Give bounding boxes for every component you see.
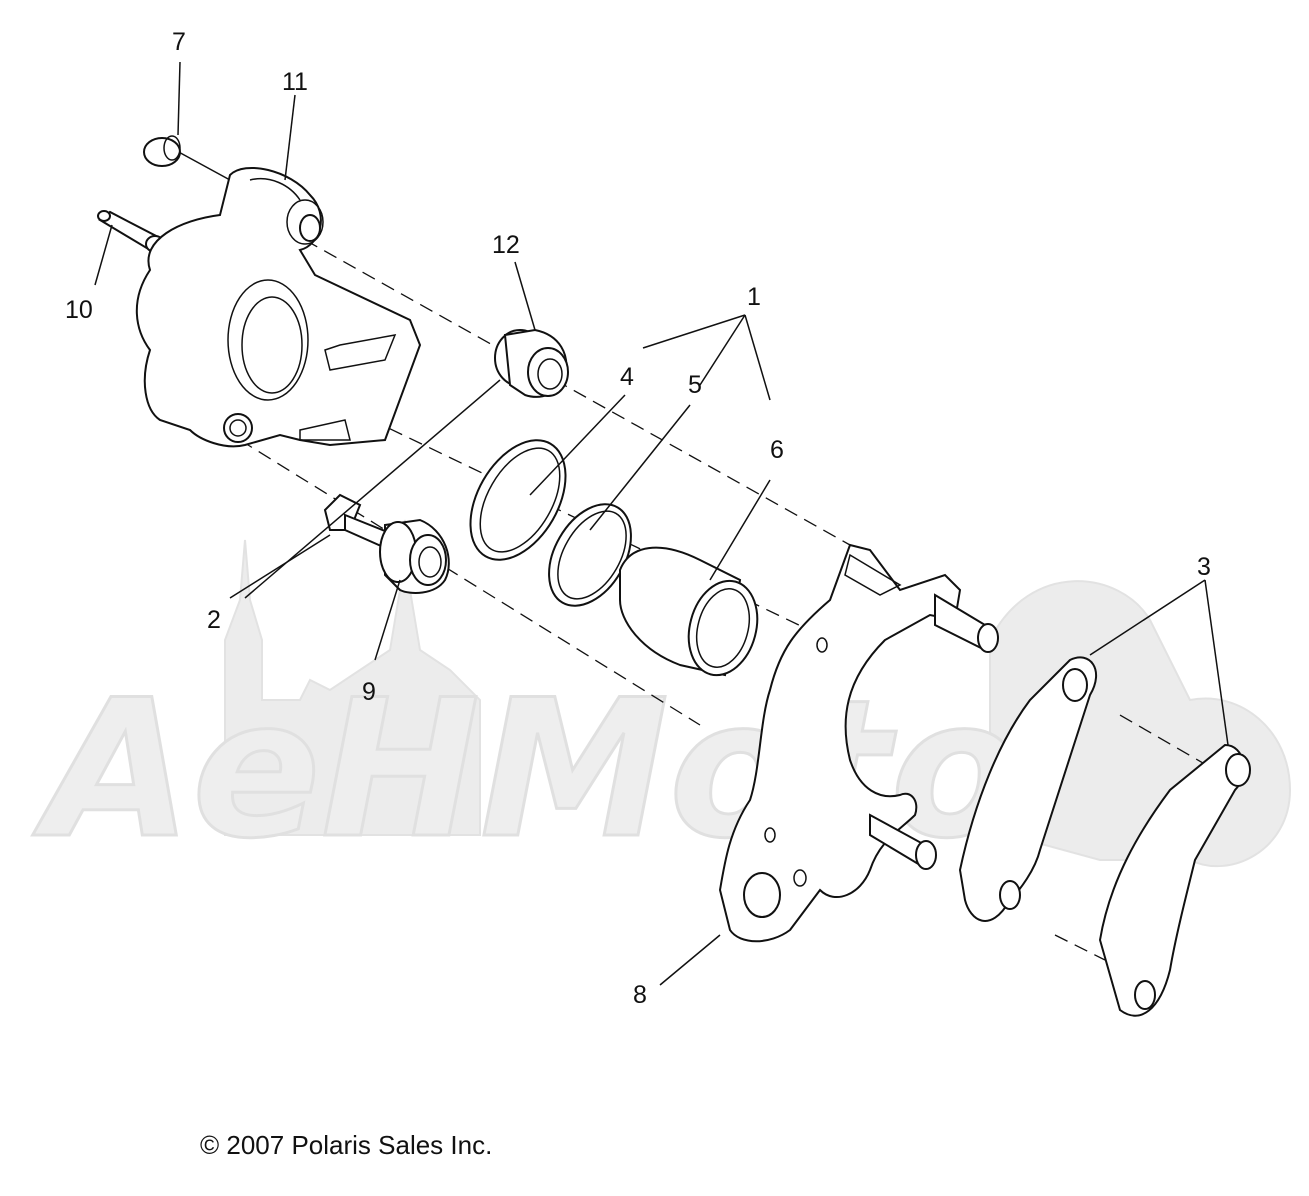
part-11-caliper-body — [135, 166, 422, 448]
callout-5: 5 — [688, 371, 702, 399]
callout-11: 11 — [282, 68, 308, 96]
callout-3: 3 — [1197, 553, 1211, 581]
leader-lines — [94, 61, 1229, 986]
part-12-upper-boot — [494, 328, 569, 398]
part-3-brake-pad-outer — [1098, 743, 1251, 1017]
callout-9: 9 — [362, 678, 376, 706]
part-4-piston-seal — [469, 439, 567, 561]
callout-2: 2 — [207, 606, 221, 634]
copyright-notice: © 2007 Polaris Sales Inc. — [200, 1130, 493, 1160]
callout-4: 4 — [620, 363, 634, 391]
callout-12: 12 — [492, 231, 520, 259]
callout-1: 1 — [747, 283, 761, 311]
callout-labels: 7 11 10 12 1 4 5 6 2 9 3 8 — [65, 28, 1211, 1009]
part-3-brake-pad-inner — [958, 656, 1097, 922]
callout-6: 6 — [770, 436, 784, 464]
part-8-caliper-bracket — [718, 543, 999, 943]
part-7-bleeder-cap — [143, 135, 181, 167]
part-9-lower-boot — [379, 518, 450, 594]
callout-7: 7 — [172, 28, 186, 56]
callout-10: 10 — [65, 296, 93, 324]
watermark-castle-icon — [224, 519, 481, 836]
callout-8: 8 — [633, 981, 647, 1009]
